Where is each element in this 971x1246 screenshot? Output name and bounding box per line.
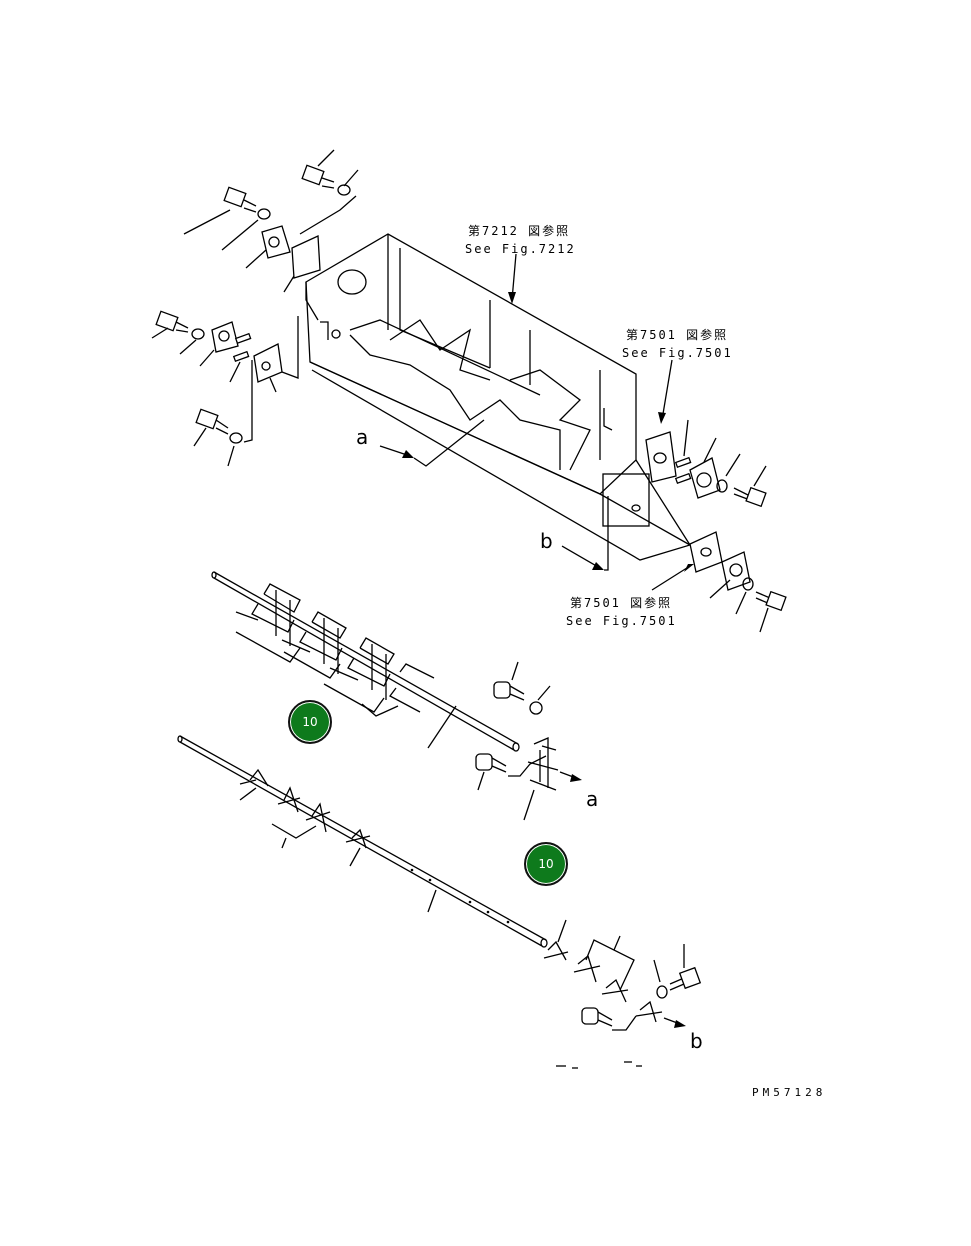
callout-10-upper[interactable]: 10 [288, 700, 332, 744]
ref-7501-bottom-ja: 第7501 図参照 [570, 596, 673, 610]
ref-7501-top-en: See Fig.7501 [622, 346, 733, 360]
arrow-label-a-upper: a [356, 425, 369, 449]
drawing-code: PM57128 [752, 1086, 827, 1099]
callout-10-lower[interactable]: 10 [524, 842, 568, 886]
arrow-label-b-lower: b [690, 1029, 703, 1053]
ref-7212-en: See Fig.7212 [465, 242, 576, 256]
upper-paddle-shaft [211, 571, 582, 821]
arrow-label-b-upper: b [540, 529, 553, 553]
arrow-label-a-lower: a [586, 787, 599, 811]
ref-7212-ja: 第7212 図参照 [468, 224, 571, 238]
fasteners-right [645, 419, 787, 633]
lower-paddle-shaft [177, 735, 702, 1069]
housing [305, 233, 692, 561]
ref-7501-top-ja: 第7501 図参照 [626, 328, 729, 342]
fasteners-top-left [151, 149, 359, 467]
ref-7501-bottom-en: See Fig.7501 [566, 614, 677, 628]
